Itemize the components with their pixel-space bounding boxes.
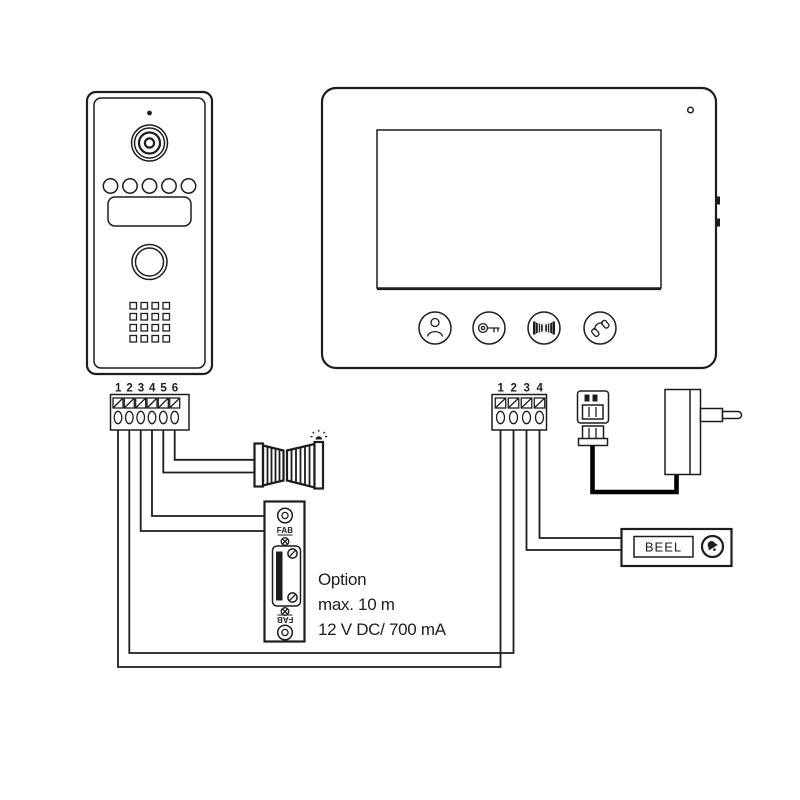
note: Option max. 10 m 12 V DC/ 700 mA xyxy=(318,570,447,639)
terminal-number: 2 xyxy=(126,383,132,395)
lock-screw-top xyxy=(280,537,290,546)
wire-bus-1 xyxy=(117,430,502,668)
power-connector xyxy=(576,390,610,447)
terminal-number: 5 xyxy=(160,383,167,395)
indoor-monitor xyxy=(320,86,720,370)
phone-icon xyxy=(591,319,610,338)
gate-icon xyxy=(533,321,555,335)
gate-left-panel xyxy=(261,444,285,487)
gate-symbol xyxy=(253,429,328,490)
station-body xyxy=(85,90,214,376)
terminal-number: 4 xyxy=(537,383,544,395)
lock-hole-bottom xyxy=(276,624,294,641)
monitor-led-icon xyxy=(686,106,695,114)
terminal-number: 2 xyxy=(511,383,517,395)
monitor-button-3 xyxy=(527,311,561,345)
name-plate xyxy=(107,196,192,227)
power-supply xyxy=(576,388,743,495)
person-icon xyxy=(426,317,444,337)
monitor-button-2 xyxy=(472,311,506,345)
gate-right-post xyxy=(313,440,325,490)
bell-label-frame xyxy=(633,535,694,558)
lock-plate-screws xyxy=(287,548,298,603)
speaker-grille-icon xyxy=(129,301,171,343)
terminal-number: 6 xyxy=(172,383,178,395)
lock-hole-top xyxy=(276,507,294,524)
terminal-screws xyxy=(494,397,546,425)
key-icon xyxy=(477,322,500,334)
door-terminal-block: 1 2 3 4 5 6 xyxy=(109,383,190,431)
monitor-body xyxy=(320,86,718,370)
mic-hole-icon xyxy=(147,110,152,116)
wire-bell-b xyxy=(525,430,622,551)
side-button-down xyxy=(715,218,720,227)
bell-box xyxy=(620,527,733,568)
monitor-button-1 xyxy=(418,311,452,345)
lock-screw-bottom xyxy=(280,607,290,616)
wire-lock-b xyxy=(139,430,265,532)
terminal-block-body xyxy=(491,393,548,431)
bell-icon xyxy=(707,541,718,551)
gate-lamp-icon xyxy=(310,429,328,440)
wire-bell-a xyxy=(538,430,622,539)
power-adapter xyxy=(664,388,743,476)
monitor-button-4 xyxy=(583,311,617,345)
wire-gate-a xyxy=(173,430,255,461)
note-line-1: Option xyxy=(318,570,366,589)
gate-left-bars xyxy=(266,446,281,485)
lock-brand-bottom-group: FAB xyxy=(277,614,294,624)
lock-brand-top: FAB xyxy=(277,526,294,535)
bell-button xyxy=(700,534,725,559)
lock-brand-bottom: FAB xyxy=(277,615,294,624)
plug-collar xyxy=(699,407,724,423)
wires xyxy=(117,430,622,668)
lock-latch xyxy=(276,551,283,601)
camera-lens-icon xyxy=(130,124,169,162)
led-row xyxy=(102,178,197,194)
door-station xyxy=(85,90,214,376)
note-line-2: max. 10 m xyxy=(318,595,395,614)
terminal-number: 1 xyxy=(498,383,505,395)
terminal-number: 3 xyxy=(524,383,530,395)
note-line-3: 12 V DC/ 700 mA xyxy=(318,620,447,639)
call-button xyxy=(131,243,168,281)
gate-left-post xyxy=(253,442,265,488)
terminal-block-body xyxy=(109,393,190,431)
monitor-terminal-block: 1 2 3 4 xyxy=(491,383,548,431)
wire-bus-2 xyxy=(128,430,515,654)
wire-lock-a xyxy=(151,430,265,517)
power-cable xyxy=(590,445,679,495)
wire-gate-b xyxy=(162,430,255,474)
terminal-screws xyxy=(112,397,181,425)
doorbell: BEEL xyxy=(620,527,733,568)
lock-body xyxy=(263,500,306,643)
terminal-number: 3 xyxy=(138,383,144,395)
europlug-pin-icon xyxy=(721,410,743,420)
side-button-up xyxy=(715,196,720,205)
terminal-number: 4 xyxy=(149,383,156,395)
terminal-number: 1 xyxy=(115,383,122,395)
door-lock: FAB FAB xyxy=(263,500,306,643)
gate-right-bars xyxy=(290,445,311,487)
bell-label: BEEL xyxy=(645,540,682,555)
lock-strike-plate xyxy=(271,545,302,607)
station-front-panel xyxy=(93,97,206,369)
monitor-screen xyxy=(376,129,662,289)
